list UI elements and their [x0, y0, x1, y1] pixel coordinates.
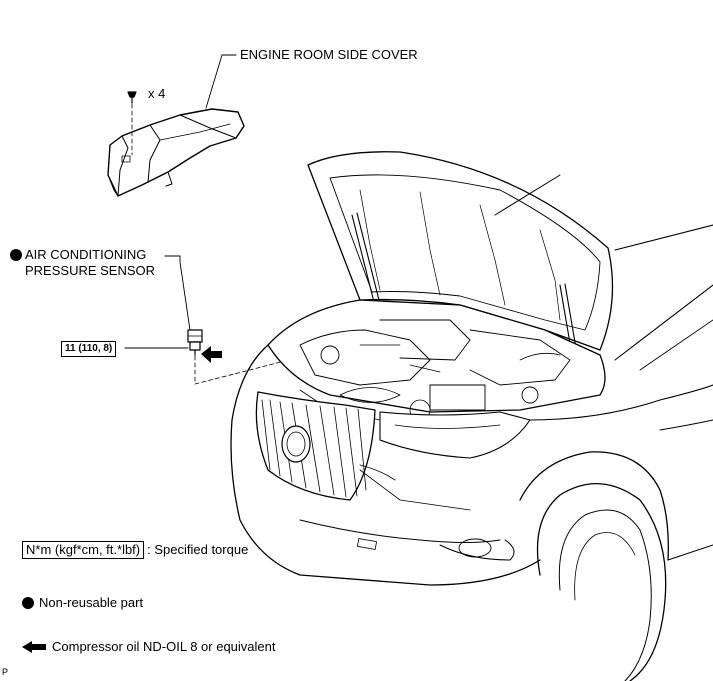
legend-oil: Compressor oil ND-OIL 8 or equivalent [22, 638, 276, 656]
page-code: P [2, 667, 9, 677]
legend-non-reusable-text: Non-reusable part [39, 595, 144, 610]
sensor-label-text1: AIR CONDITIONING [25, 247, 147, 262]
torque-spec-box: 11 (110, 8) [61, 341, 117, 357]
side-cover-part [107, 108, 245, 197]
legend-torque-box: N*m (kgf*cm, ft.*lbf) [22, 541, 145, 559]
side-cover-callout [205, 54, 237, 109]
non-reusable-marker-icon [10, 249, 22, 261]
pressure-sensor-part [187, 329, 203, 356]
legend-oil-text: Compressor oil ND-OIL 8 or equivalent [52, 639, 276, 654]
sensor-install-line [194, 342, 356, 385]
legend-torque: N*m (kgf*cm, ft.*lbf) : Specified torque [22, 541, 248, 559]
fastener-count-label: x 4 [148, 86, 166, 101]
left-arrow-icon [22, 641, 46, 653]
legend-non-reusable: Non-reusable part [22, 594, 143, 612]
oil-apply-arrow-icon [201, 346, 222, 363]
clip-fastener [127, 91, 137, 104]
side-cover-label: ENGINE ROOM SIDE COVER [240, 47, 418, 62]
legend-torque-text: : Specified torque [147, 542, 249, 557]
sensor-label-line2: PRESSURE SENSOR [25, 263, 156, 278]
sensor-label-line1: AIR CONDITIONING [10, 247, 146, 263]
filled-circle-icon [22, 597, 34, 609]
sensor-callout [164, 255, 191, 331]
vehicle-illustration [230, 151, 713, 681]
